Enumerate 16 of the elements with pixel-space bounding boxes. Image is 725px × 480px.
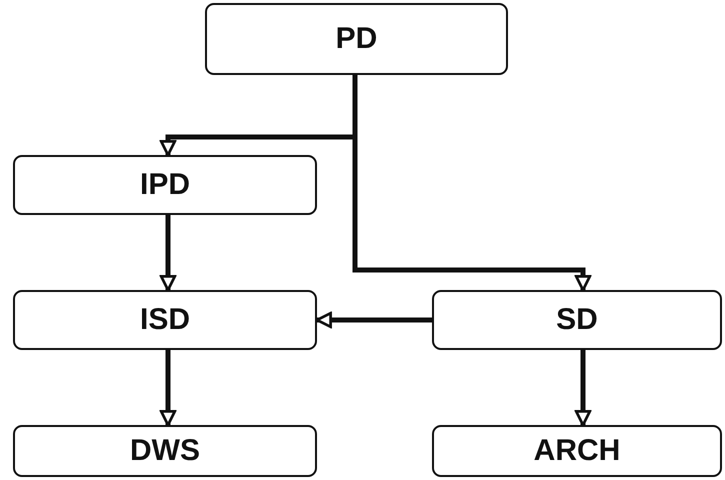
node-label: ISD <box>140 303 190 337</box>
node-label: SD <box>556 303 598 337</box>
node-label: IPD <box>140 168 190 202</box>
process-box <box>13 425 317 477</box>
node-label: PD <box>336 22 378 56</box>
process-box <box>13 155 317 215</box>
process-box <box>205 3 508 75</box>
arrow <box>316 312 432 328</box>
process-box <box>432 425 722 477</box>
process-box <box>13 290 317 350</box>
node-label: ARCH <box>534 434 620 468</box>
node-label: DWS <box>130 434 200 468</box>
arrow <box>160 350 176 426</box>
arrow <box>160 215 176 292</box>
process-box <box>432 290 722 350</box>
arrow <box>574 350 592 426</box>
